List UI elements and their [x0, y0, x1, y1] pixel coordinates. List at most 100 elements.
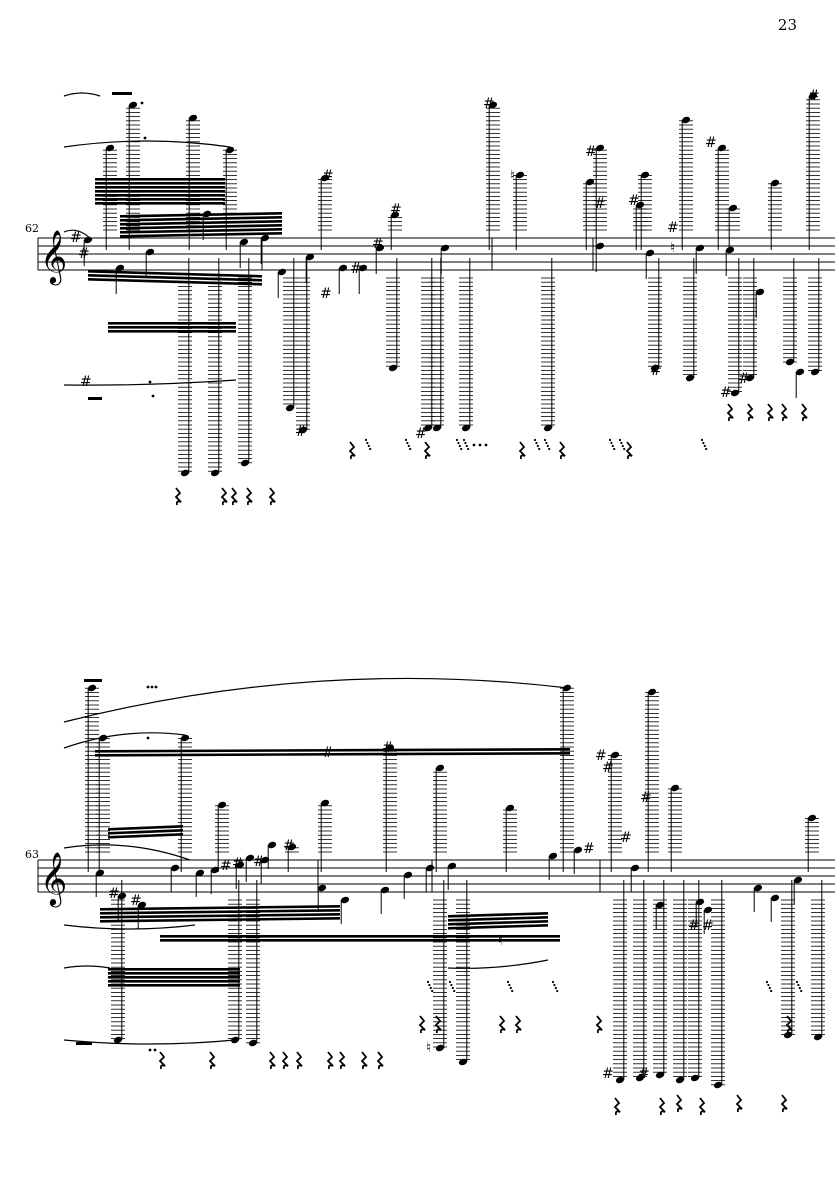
rest-dot [535, 441, 538, 445]
upper-beam-group [95, 186, 225, 189]
slur-staff [63, 229, 93, 241]
rest-dot [767, 983, 770, 987]
high-note-1 [128, 101, 138, 109]
rest-dot [553, 983, 556, 987]
quarter-rest [625, 441, 633, 460]
slur-upper [63, 140, 231, 148]
lower-beam-group [108, 326, 236, 329]
rest-dot [546, 444, 549, 448]
rest-dot [554, 986, 557, 990]
rest-dot [768, 986, 771, 990]
quarter-rest [735, 1094, 743, 1113]
staff-beam-group [88, 274, 262, 282]
staff-note-11 [440, 244, 450, 252]
lower-beam-group [108, 980, 240, 983]
staff-note-5 [210, 866, 220, 874]
staff-note-7 [305, 253, 315, 261]
quarter-rest [518, 441, 526, 460]
lower-beam-group [108, 972, 240, 975]
high-note-3 [217, 801, 227, 809]
sharp-accidental: # [638, 1066, 650, 1082]
rest-dot [464, 441, 467, 445]
tremolo-bar [112, 92, 132, 95]
upper-beam-group [108, 833, 183, 839]
high-note-6 [488, 101, 498, 109]
staff-note-0 [95, 869, 105, 877]
sharp-accidental: # [594, 196, 606, 212]
high-note-5 [320, 799, 330, 807]
staff-note-16 [755, 288, 765, 296]
staff-beam-group [100, 913, 340, 919]
rest-dot [369, 447, 372, 451]
staff-note-9 [267, 841, 277, 849]
sharp-accidental: # [667, 220, 679, 236]
staff-beam-group [100, 917, 340, 923]
long-slur-top [63, 677, 569, 723]
quarter-rest [360, 1051, 368, 1070]
sharp-accidental: # [808, 88, 820, 104]
augmentation-dot [153, 1048, 157, 1052]
staff-note-15 [447, 862, 457, 870]
sharp-accidental: # [650, 363, 662, 379]
sharp-accidental: # [382, 740, 394, 756]
mid-beam-group [120, 212, 282, 218]
high-note-4 [287, 843, 297, 851]
sharp-accidental: # [253, 854, 265, 870]
staff-note-9 [358, 264, 368, 272]
slur-mid [63, 924, 196, 930]
sharp-accidental: # [232, 856, 244, 872]
augmentation-dot [146, 685, 150, 689]
low-note-7 [432, 424, 442, 432]
rest-dot [465, 444, 468, 448]
quarter-rest [348, 441, 356, 460]
high-note-7 [435, 764, 445, 772]
natural-accidental: ♮ [426, 1040, 431, 1056]
quarter-rest [208, 1051, 216, 1070]
staff-note-8 [260, 856, 270, 864]
slur-top [63, 92, 101, 97]
high-note-13 [717, 144, 727, 152]
quarter-rest [698, 1097, 706, 1116]
staff-note-17 [573, 846, 583, 854]
high-note-2 [188, 114, 198, 122]
staff-note-23 [770, 894, 780, 902]
quarter-rest [785, 1015, 793, 1034]
quarter-rest [295, 1051, 303, 1070]
right-beam-group [448, 916, 548, 922]
staff-note-11 [340, 896, 350, 904]
rest-dot [610, 441, 613, 445]
rest-dot [533, 438, 537, 442]
staff-note-15 [725, 246, 735, 254]
augmentation-dot [484, 443, 488, 447]
page-number: 23 [777, 16, 797, 34]
rest-dot [608, 438, 612, 442]
staff-note-2 [137, 901, 147, 909]
sharp-accidental: # [283, 838, 295, 854]
rest-dot [800, 989, 803, 993]
sharp-accidental: # [130, 893, 142, 909]
high-note-9 [595, 144, 605, 152]
sharp-accidental: # [620, 830, 632, 846]
quarter-rest [514, 1015, 522, 1034]
staff-note-1 [115, 264, 125, 272]
staff-note-16 [548, 852, 558, 860]
rest-dot [426, 980, 430, 984]
quarter-rest [220, 487, 228, 506]
upper-beam-group [108, 829, 183, 835]
mid-long-beam [160, 935, 560, 938]
staff-beam-group [100, 909, 340, 915]
sharp-accidental: # [585, 144, 597, 160]
quarter-rest [780, 1094, 788, 1113]
sharp-accidental: # [80, 374, 92, 390]
sharp-accidental: # [640, 790, 652, 806]
slur-lower [63, 965, 111, 969]
rest-dot [703, 444, 706, 448]
staff-note-13 [403, 871, 413, 879]
staff-note-4 [239, 238, 249, 246]
quarter-rest [675, 1094, 683, 1113]
rest-dot [450, 983, 453, 987]
sharp-accidental: # [688, 918, 700, 934]
staff-note-10 [375, 244, 385, 252]
sharp-accidental: # [390, 202, 402, 218]
rest-dot [428, 983, 431, 987]
